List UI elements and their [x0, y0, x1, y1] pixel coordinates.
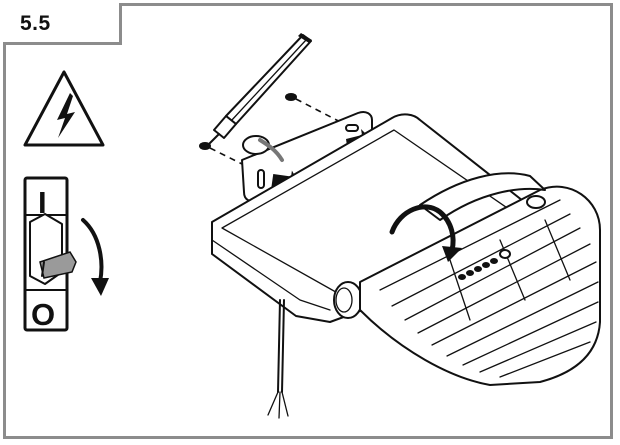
heat-sink-fins — [359, 185, 601, 386]
step-number-box: 5.5 — [3, 3, 122, 45]
power-switch-icon — [23, 176, 109, 332]
power-cable — [267, 299, 289, 419]
step-number: 5.5 — [20, 12, 51, 35]
bracket-arm — [419, 172, 546, 221]
screwdriver-icon — [206, 33, 312, 147]
indicator-leds — [458, 249, 511, 280]
switch-off-label: O — [31, 297, 55, 332]
switch-on-label: I — [38, 185, 47, 220]
high-voltage-warning-icon — [23, 70, 105, 147]
rotation-arrow-icon — [389, 204, 462, 262]
